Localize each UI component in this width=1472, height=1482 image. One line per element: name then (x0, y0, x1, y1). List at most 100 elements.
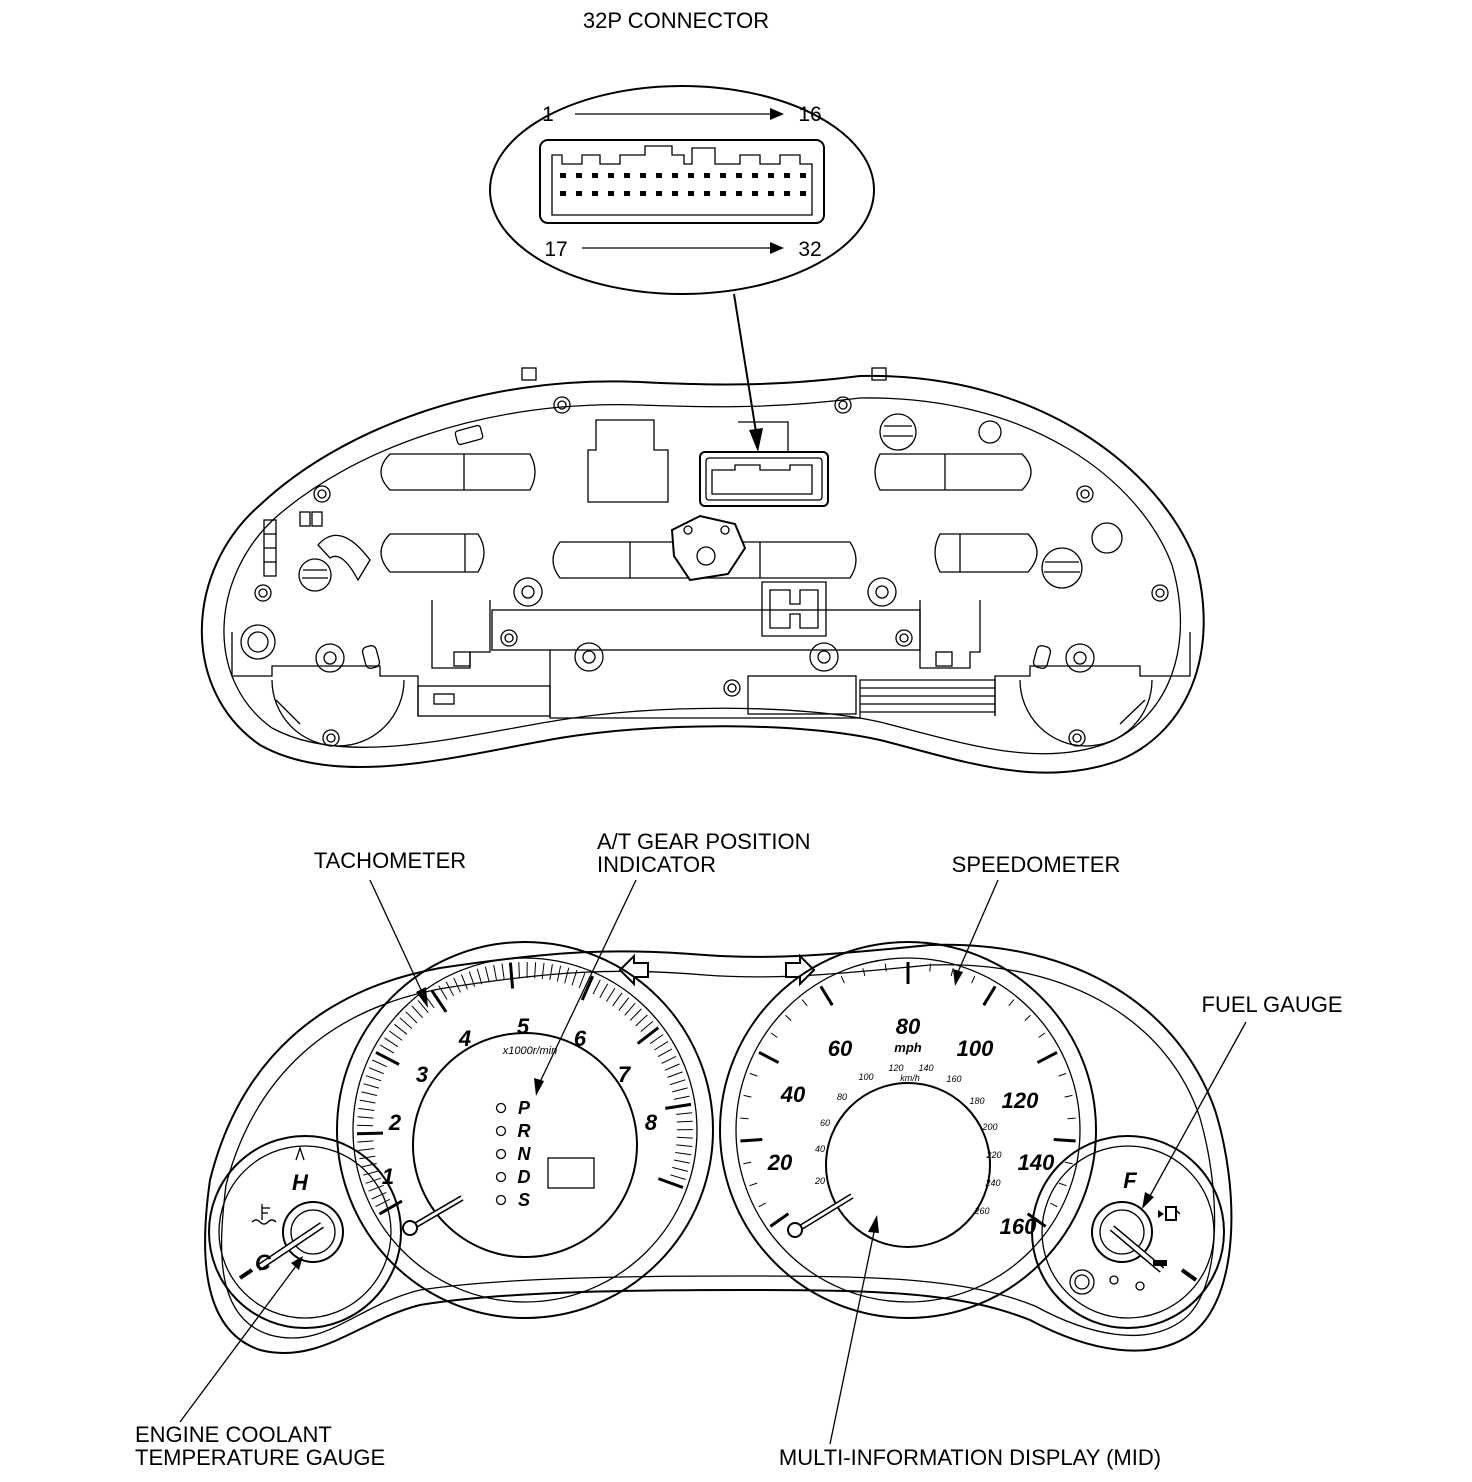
kmh-unit: km/h (900, 1073, 920, 1083)
gauge-minor-tick (649, 1034, 664, 1045)
gauge-major-tick (508, 962, 515, 989)
speedometer-ticks (740, 962, 1076, 1228)
gauge-minor-tick (670, 1174, 686, 1180)
fuel-gauge-label: FUEL GAUGE (1202, 992, 1343, 1017)
gauge-minor-tick (368, 1067, 384, 1075)
fuel-pump-icon (1158, 1206, 1181, 1221)
kmh-160: 160 (946, 1074, 961, 1084)
gauge-minor-tick (361, 1091, 378, 1096)
tach-number-8: 8 (645, 1110, 658, 1135)
pin-label-1: 1 (542, 103, 554, 126)
gauge-minor-tick (384, 1037, 399, 1048)
tach-number-3: 3 (416, 1062, 428, 1087)
coolant-gauge-label-line1: ENGINE COOLANT (135, 1422, 332, 1447)
gauge-minor-tick (359, 1155, 376, 1160)
gauge-minor-tick (357, 1140, 374, 1143)
gear-n: N (518, 1144, 532, 1164)
gauge-major-tick (769, 1212, 790, 1228)
gauge-minor-tick (363, 1083, 380, 1089)
gauge-major-tick (636, 1026, 660, 1045)
tach-number-4: 4 (458, 1026, 471, 1051)
gauge-minor-tick (1058, 1182, 1067, 1187)
tachometer-label: TACHOMETER (314, 848, 466, 873)
kmh-240: 240 (984, 1178, 1000, 1188)
gauge-minor-tick (676, 1120, 693, 1123)
gauge-minor-tick (556, 965, 562, 982)
gauge-minor-tick (599, 983, 609, 998)
gear-indicator-label-line1: A/T GEAR POSITION (597, 829, 811, 854)
kmh-220: 220 (985, 1150, 1001, 1160)
gauge-major-tick (758, 1051, 780, 1064)
mid-display (825, 1082, 991, 1248)
pin-label-17: 17 (544, 238, 567, 261)
kmh-260: 260 (973, 1206, 989, 1216)
speedometer-needle-hub (787, 1222, 803, 1238)
indicator-lamp-icon (1109, 1275, 1119, 1285)
gauge-minor-tick (743, 1094, 752, 1098)
gauge-minor-tick (749, 1072, 758, 1077)
kmh-200: 200 (981, 1122, 997, 1132)
gauge-minor-tick (445, 981, 455, 997)
gauge-minor-tick (673, 1159, 690, 1164)
gauge-minor-tick (654, 1041, 669, 1051)
gauge-minor-tick (365, 1075, 382, 1082)
mid-leader (829, 1231, 875, 1445)
coolant-needle-inner (256, 1223, 324, 1270)
gauge-minor-tick (612, 992, 623, 1007)
coolant-temperature-gauge (208, 1135, 402, 1329)
gauge-minor-tick (1024, 1014, 1031, 1021)
gauge-major-tick (356, 1131, 384, 1136)
mph-120: 120 (1002, 1088, 1039, 1113)
coolant-gauge-label-line2: TEMPERATURE GAUGE (135, 1445, 385, 1470)
cluster-front-housing (204, 943, 1233, 1355)
gauge-minor-tick (605, 987, 616, 1002)
fuel-gauge (1031, 1135, 1225, 1329)
gauge-minor-tick (460, 974, 468, 990)
gauge-minor-tick (635, 1014, 648, 1027)
gauge-minor-tick (929, 963, 932, 972)
gauge-minor-tick (758, 1202, 766, 1208)
speedometer-label: SPEEDOMETER (952, 852, 1121, 877)
gauge-minor-tick (359, 1099, 376, 1104)
connector-face (539, 139, 825, 224)
gauge-minor-tick (740, 1117, 749, 1120)
gauge-minor-tick (358, 1148, 375, 1151)
mid-leader-head (868, 1215, 879, 1233)
fuel-gauge-leader (1149, 1021, 1247, 1197)
gauge-minor-tick (676, 1136, 693, 1139)
gauge-minor-tick (534, 962, 537, 979)
gauge-minor-tick (571, 970, 578, 986)
mph-140: 140 (1018, 1150, 1055, 1175)
gauge-minor-tick (1067, 1117, 1076, 1120)
speedometer-gauge (719, 941, 1097, 1319)
tachometer-ticks (356, 961, 694, 1216)
left-turn-signal-icon (618, 953, 649, 987)
kmh-80: 80 (837, 1092, 847, 1102)
kmh-180: 180 (969, 1096, 984, 1106)
speedometer-leader (957, 879, 999, 973)
gauge-minor-tick (394, 1023, 408, 1035)
gauge-minor-tick (618, 997, 630, 1011)
gauge-minor-tick (1058, 1072, 1067, 1077)
gauge-minor-tick (405, 1011, 418, 1024)
gauge-minor-tick (785, 1014, 792, 1021)
connector-title: 32P CONNECTOR (583, 8, 769, 33)
gauge-minor-tick (476, 968, 483, 985)
gauge-minor-tick (1064, 1161, 1073, 1165)
mid-label: MULTI-INFORMATION DISPLAY (MID) (779, 1445, 1161, 1470)
speedometer-leader-head (953, 969, 963, 986)
gauge-minor-tick (1064, 1094, 1073, 1098)
gauge-minor-tick (657, 1048, 673, 1058)
tachometer-needle-hub (402, 1220, 418, 1236)
gauge-minor-tick (371, 1191, 387, 1200)
gauge-minor-tick (399, 1017, 413, 1029)
gauge-major-tick (1053, 1138, 1076, 1143)
gauge-minor-tick (484, 966, 490, 983)
gauge-minor-tick (357, 1116, 374, 1119)
gauge-minor-tick (640, 1020, 654, 1032)
mph-80: 80 (896, 1014, 921, 1039)
trip-reset-knob[interactable] (1069, 1269, 1095, 1295)
fuel-full-label: F (1123, 1168, 1137, 1193)
tach-number-7: 7 (618, 1062, 632, 1087)
tachometer-leader (369, 879, 423, 993)
